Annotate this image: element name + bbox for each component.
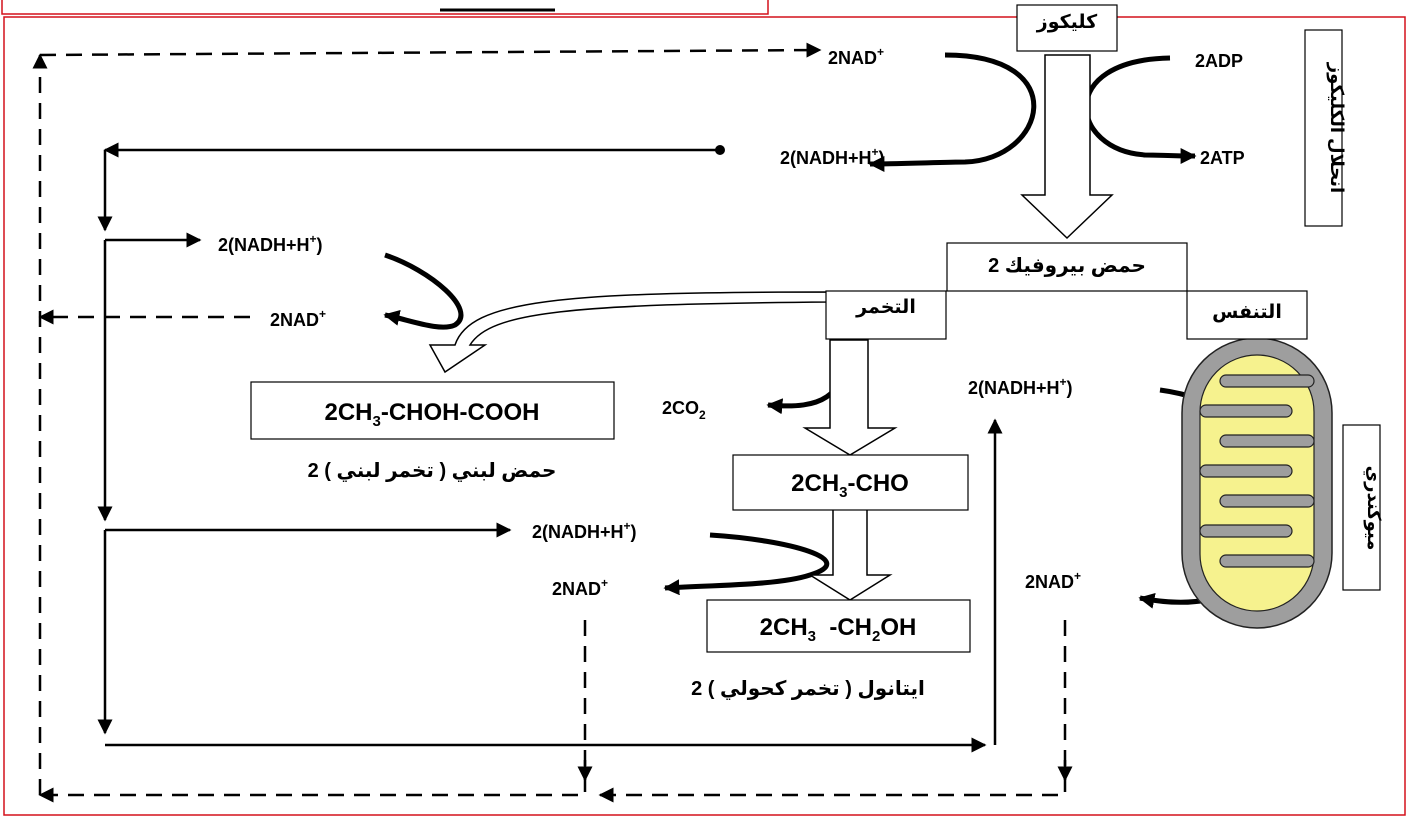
glucose-to-pyruvate-arrow: [1020, 54, 1114, 240]
glycolysis-side-box: انحلال الكليكوز: [1304, 29, 1347, 227]
pyruvate-label: 2 حمض بيروفيك: [988, 255, 1146, 277]
pyruvate-box: 2 حمض بيروفيك: [946, 242, 1188, 292]
glucose-label: كليكوز: [1036, 12, 1098, 33]
ethanol-box: 2CH3 -CH2OH 2 ايتانول ( تخمر كحولي ): [691, 599, 971, 701]
crista: [1199, 404, 1293, 418]
lactic-box-frame: [250, 381, 615, 440]
crista: [1219, 554, 1315, 568]
mito-nad-label: 2NAD+: [1025, 569, 1081, 592]
acetaldehyde-formula: 2CH3-CHO: [791, 470, 909, 501]
respiration-box-frame: [1186, 290, 1308, 340]
glycolysis-nad-arrow: [868, 52, 1037, 172]
mitochondria-label: ميوكندري: [1363, 466, 1384, 551]
lactic-nadh-arrow: [383, 252, 464, 330]
adp-label: 2ADP: [1195, 51, 1243, 71]
ethanol-box-frame: [706, 599, 971, 653]
to-lactic-arrow: [428, 291, 831, 374]
alcohol-nadh-label: 2(NADH+H+): [532, 519, 637, 542]
top-panel-frame: [1, 0, 769, 15]
crista: [1199, 524, 1293, 538]
mitochondria-label-box: ميوكندري: [1342, 424, 1384, 591]
mito-cristae: [1199, 374, 1315, 568]
loop-bottom-right: [598, 620, 1067, 803]
alcohol-nad-label: 2NAD+: [552, 576, 608, 599]
main-frame: [3, 16, 1406, 816]
glycolysis-nad-label: 2NAD+: [828, 45, 884, 68]
mito-matrix: [1199, 354, 1315, 612]
lactic-caption: 2 حمض لبني ( تخمر لبني ): [308, 460, 557, 483]
lactic-nadh-label: 2(NADH+H+): [218, 232, 323, 255]
lactic-nad-label: 2NAD+: [270, 307, 326, 330]
respiration-label: التنفس: [1212, 302, 1282, 323]
mitochondria-label-frame: [1342, 424, 1381, 591]
glucose-box-frame: [1016, 4, 1118, 52]
loop-bottom-left: [38, 620, 587, 803]
glycolysis-side-frame: [1304, 29, 1343, 227]
alcohol-nadh-arrow: [663, 532, 829, 596]
respiration-box: التنفس: [1186, 290, 1308, 340]
fermentation-label: التخمر: [855, 297, 916, 318]
acetaldehyde-box: 2CH3-CHO: [732, 454, 969, 511]
glycolysis-nadh-label: 2(NADH+H+): [780, 145, 885, 168]
pyruvate-box-frame: [946, 242, 1188, 292]
crista: [1219, 374, 1315, 388]
to-acetaldehyde-arrow: [802, 339, 898, 456]
crista: [1219, 494, 1315, 508]
lactic-formula: 2CH3-CHOH-COOH: [324, 399, 539, 430]
glycolysis-side-label: انحلال الكليكوز: [1326, 62, 1347, 193]
fermentation-box-frame: [825, 290, 947, 340]
crista: [1219, 434, 1315, 448]
lactic-acid-box: 2CH3-CHOH-COOH 2 حمض لبني ( تخمر لبني ): [250, 381, 615, 483]
to-ethanol-arrow: [807, 504, 893, 601]
ethanol-caption: 2 ايتانول ( تخمر كحولي ): [691, 678, 925, 701]
mitochondrion: [1181, 337, 1333, 629]
atp-label: 2ATP: [1200, 148, 1245, 168]
ethanol-formula: 2CH3 -CH2OH: [760, 614, 917, 645]
glycolysis-adp-arrow: [1083, 55, 1197, 164]
acetaldehyde-box-frame: [732, 454, 969, 511]
glucose-box: كليكوز: [1016, 4, 1118, 52]
crista: [1199, 464, 1293, 478]
loop-top-to-nad: [39, 42, 822, 58]
co2-label: 2CO2: [662, 398, 706, 422]
nadh-distribution: [97, 142, 1003, 753]
fermentation-box: التخمر: [825, 290, 947, 340]
mito-nadh-label: 2(NADH+H+): [968, 375, 1073, 398]
nad-return-loop: [32, 42, 1067, 803]
